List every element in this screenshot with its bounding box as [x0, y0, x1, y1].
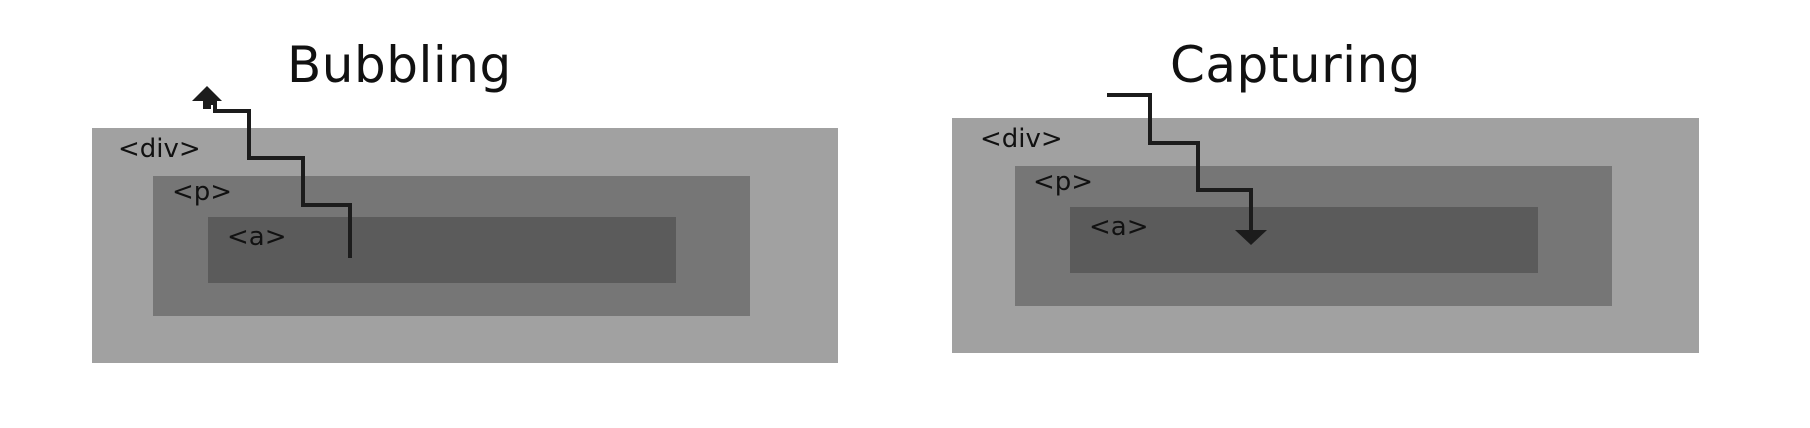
bubbling-title: Bubbling — [287, 36, 512, 94]
capturing-diagram: Capturing <div> <p> <a> — [905, 0, 1810, 428]
p-tag-label: <p> — [172, 177, 233, 207]
a-tag-label: <a> — [1089, 212, 1149, 242]
a-tag-label: <a> — [227, 222, 287, 252]
bubbling-diagram: Bubbling <div> <p> <a> — [92, 36, 838, 363]
a-element-box — [1070, 207, 1538, 273]
div-tag-label: <div> — [980, 124, 1063, 154]
div-tag-label: <div> — [118, 134, 201, 164]
bubbling-up-arrow-icon — [192, 86, 352, 258]
p-tag-label: <p> — [1033, 167, 1094, 197]
capturing-down-arrow-icon — [1107, 93, 1267, 245]
a-element-box — [208, 217, 676, 283]
capturing-title: Capturing — [1170, 36, 1421, 94]
